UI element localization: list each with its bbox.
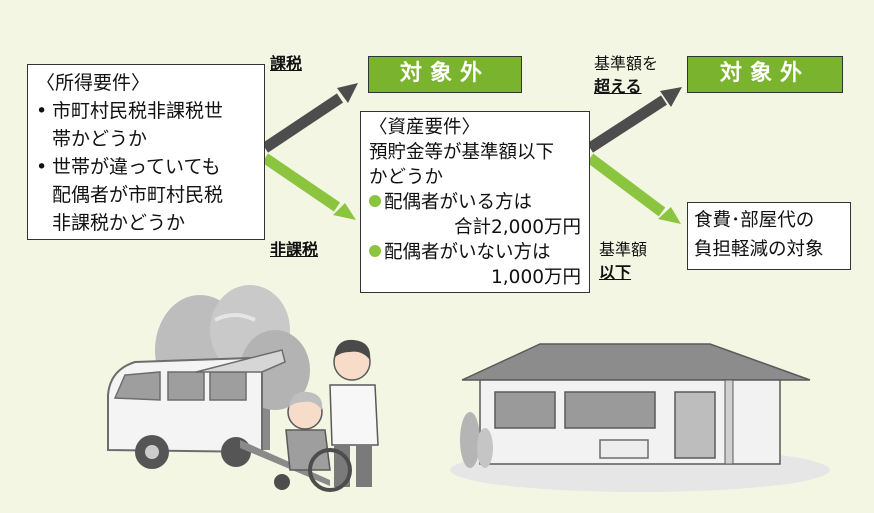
income-bullet-1-line-2: 帯かどうか — [52, 128, 148, 150]
arrow-taxed — [261, 83, 358, 153]
income-bullet-1: • 市町村民税非課税世 帯かどうか — [36, 97, 256, 153]
excluded-box-2: 対象外 — [687, 56, 843, 93]
arrow-exceeds — [587, 87, 682, 153]
income-requirement-box: 〈所得要件〉 • 市町村民税非課税世 帯かどうか • 世帯が違っていても 配偶者… — [27, 64, 265, 240]
van-illustration — [107, 349, 330, 486]
green-bullet-icon — [369, 245, 381, 257]
arrow-below — [586, 153, 681, 224]
income-heading: 〈所得要件〉 — [36, 72, 151, 94]
asset-heading: 〈資産要件〉 — [369, 117, 481, 138]
house-illustration — [450, 343, 830, 492]
asset-item-2-label: 配偶者がいない方は — [384, 242, 551, 263]
label-below-line-2: 以下 — [599, 263, 632, 282]
asset-item-2-amount: 1,000万円 — [491, 267, 581, 288]
label-exceeds-line-2: 超える — [594, 77, 642, 96]
caregiver-illustration — [329, 339, 379, 487]
income-bullet-2-line-2: 配偶者が市町村民税 — [52, 184, 224, 206]
reduction-target-box: 食費･部屋代の 負担軽減の対象 — [687, 202, 851, 270]
asset-line-2: かどうか — [369, 167, 444, 188]
label-taxed: 課税 — [270, 54, 303, 73]
income-bullet-1-line-1: 市町村民税非課税世 — [52, 100, 224, 122]
excluded-box-1: 対象外 — [368, 56, 522, 93]
income-bullet-2: • 世帯が違っていても 配偶者が市町村民税 非課税かどうか — [36, 153, 256, 237]
bullet-dot: • — [36, 100, 48, 122]
income-bullet-2-line-3: 非課税かどうか — [52, 212, 186, 234]
arrow-non-taxed — [261, 153, 356, 220]
label-exceeds-line-1: 基準額を — [594, 54, 659, 73]
result-line-1: 食費･部屋代の — [694, 210, 815, 231]
bullet-dot: • — [36, 156, 48, 178]
asset-requirement-box: 〈資産要件〉 預貯金等が基準額以下 かどうか 配偶者がいる方は 合計2,000万… — [360, 111, 590, 293]
green-bullet-icon — [369, 195, 381, 207]
asset-item-1-label: 配偶者がいる方は — [384, 192, 533, 213]
asset-item-2: 配偶者がいない方は — [369, 240, 581, 265]
asset-item-1: 配偶者がいる方は — [369, 190, 581, 215]
asset-line-1: 預貯金等が基準額以下 — [369, 142, 555, 163]
result-line-2: 負担軽減の対象 — [694, 239, 824, 260]
label-below-line-1: 基準額 — [599, 240, 648, 259]
label-non-taxed: 非課税 — [270, 240, 319, 259]
wheelchair-user-illustration — [274, 391, 352, 492]
income-bullet-2-line-1: 世帯が違っていても — [52, 156, 221, 178]
asset-item-1-amount: 合計2,000万円 — [454, 217, 581, 238]
